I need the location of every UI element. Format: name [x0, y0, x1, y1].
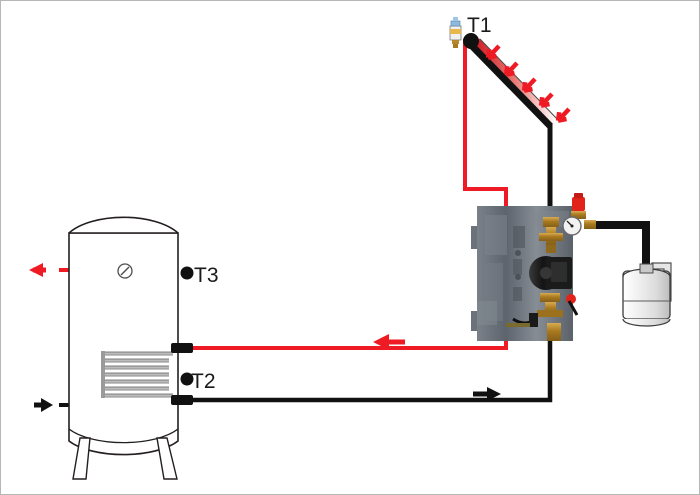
collector-supply-arrow — [473, 387, 501, 401]
tank-leg-left — [72, 437, 91, 480]
station-wiring — [506, 313, 538, 327]
heat-exchanger-coil — [101, 351, 173, 398]
expansion-vessel — [596, 221, 672, 327]
cold-inlet-arrow — [34, 398, 53, 412]
brass-fittings-upper — [539, 217, 563, 253]
safety-relief-valve — [571, 193, 586, 219]
hot-outlet-arrow — [29, 263, 46, 277]
sensor-label-t2: T2 — [191, 370, 216, 393]
sensor-dot-t1 — [463, 33, 479, 49]
pressure-gauge — [562, 216, 582, 236]
air-vent-valve — [449, 17, 462, 48]
sensor-label-t3: T3 — [194, 264, 219, 287]
sensor-dot-t3 — [180, 266, 194, 280]
sensor-label-t1: T1 — [467, 14, 492, 37]
hot-water-storage-tank — [68, 216, 193, 480]
solar-collector — [467, 38, 561, 129]
tank-leg-right — [156, 437, 178, 480]
brass-fitting-bottom — [547, 323, 561, 341]
coil-upper-nozzle — [171, 343, 193, 353]
tank-gauge-icon — [117, 263, 133, 279]
circulator-pump — [529, 256, 572, 290]
ball-valve-handle[interactable] — [566, 294, 579, 316]
collector-return-arrow — [373, 334, 405, 350]
sensor-dot-t2 — [180, 372, 194, 386]
brass-fittings-lower — [537, 293, 563, 317]
gauge-fitting — [584, 220, 596, 229]
coil-lower-nozzle — [171, 395, 193, 405]
solar-pump-station — [471, 193, 596, 341]
hot-return-pipe — [189, 233, 508, 350]
irradiation-arrows — [485, 44, 571, 123]
